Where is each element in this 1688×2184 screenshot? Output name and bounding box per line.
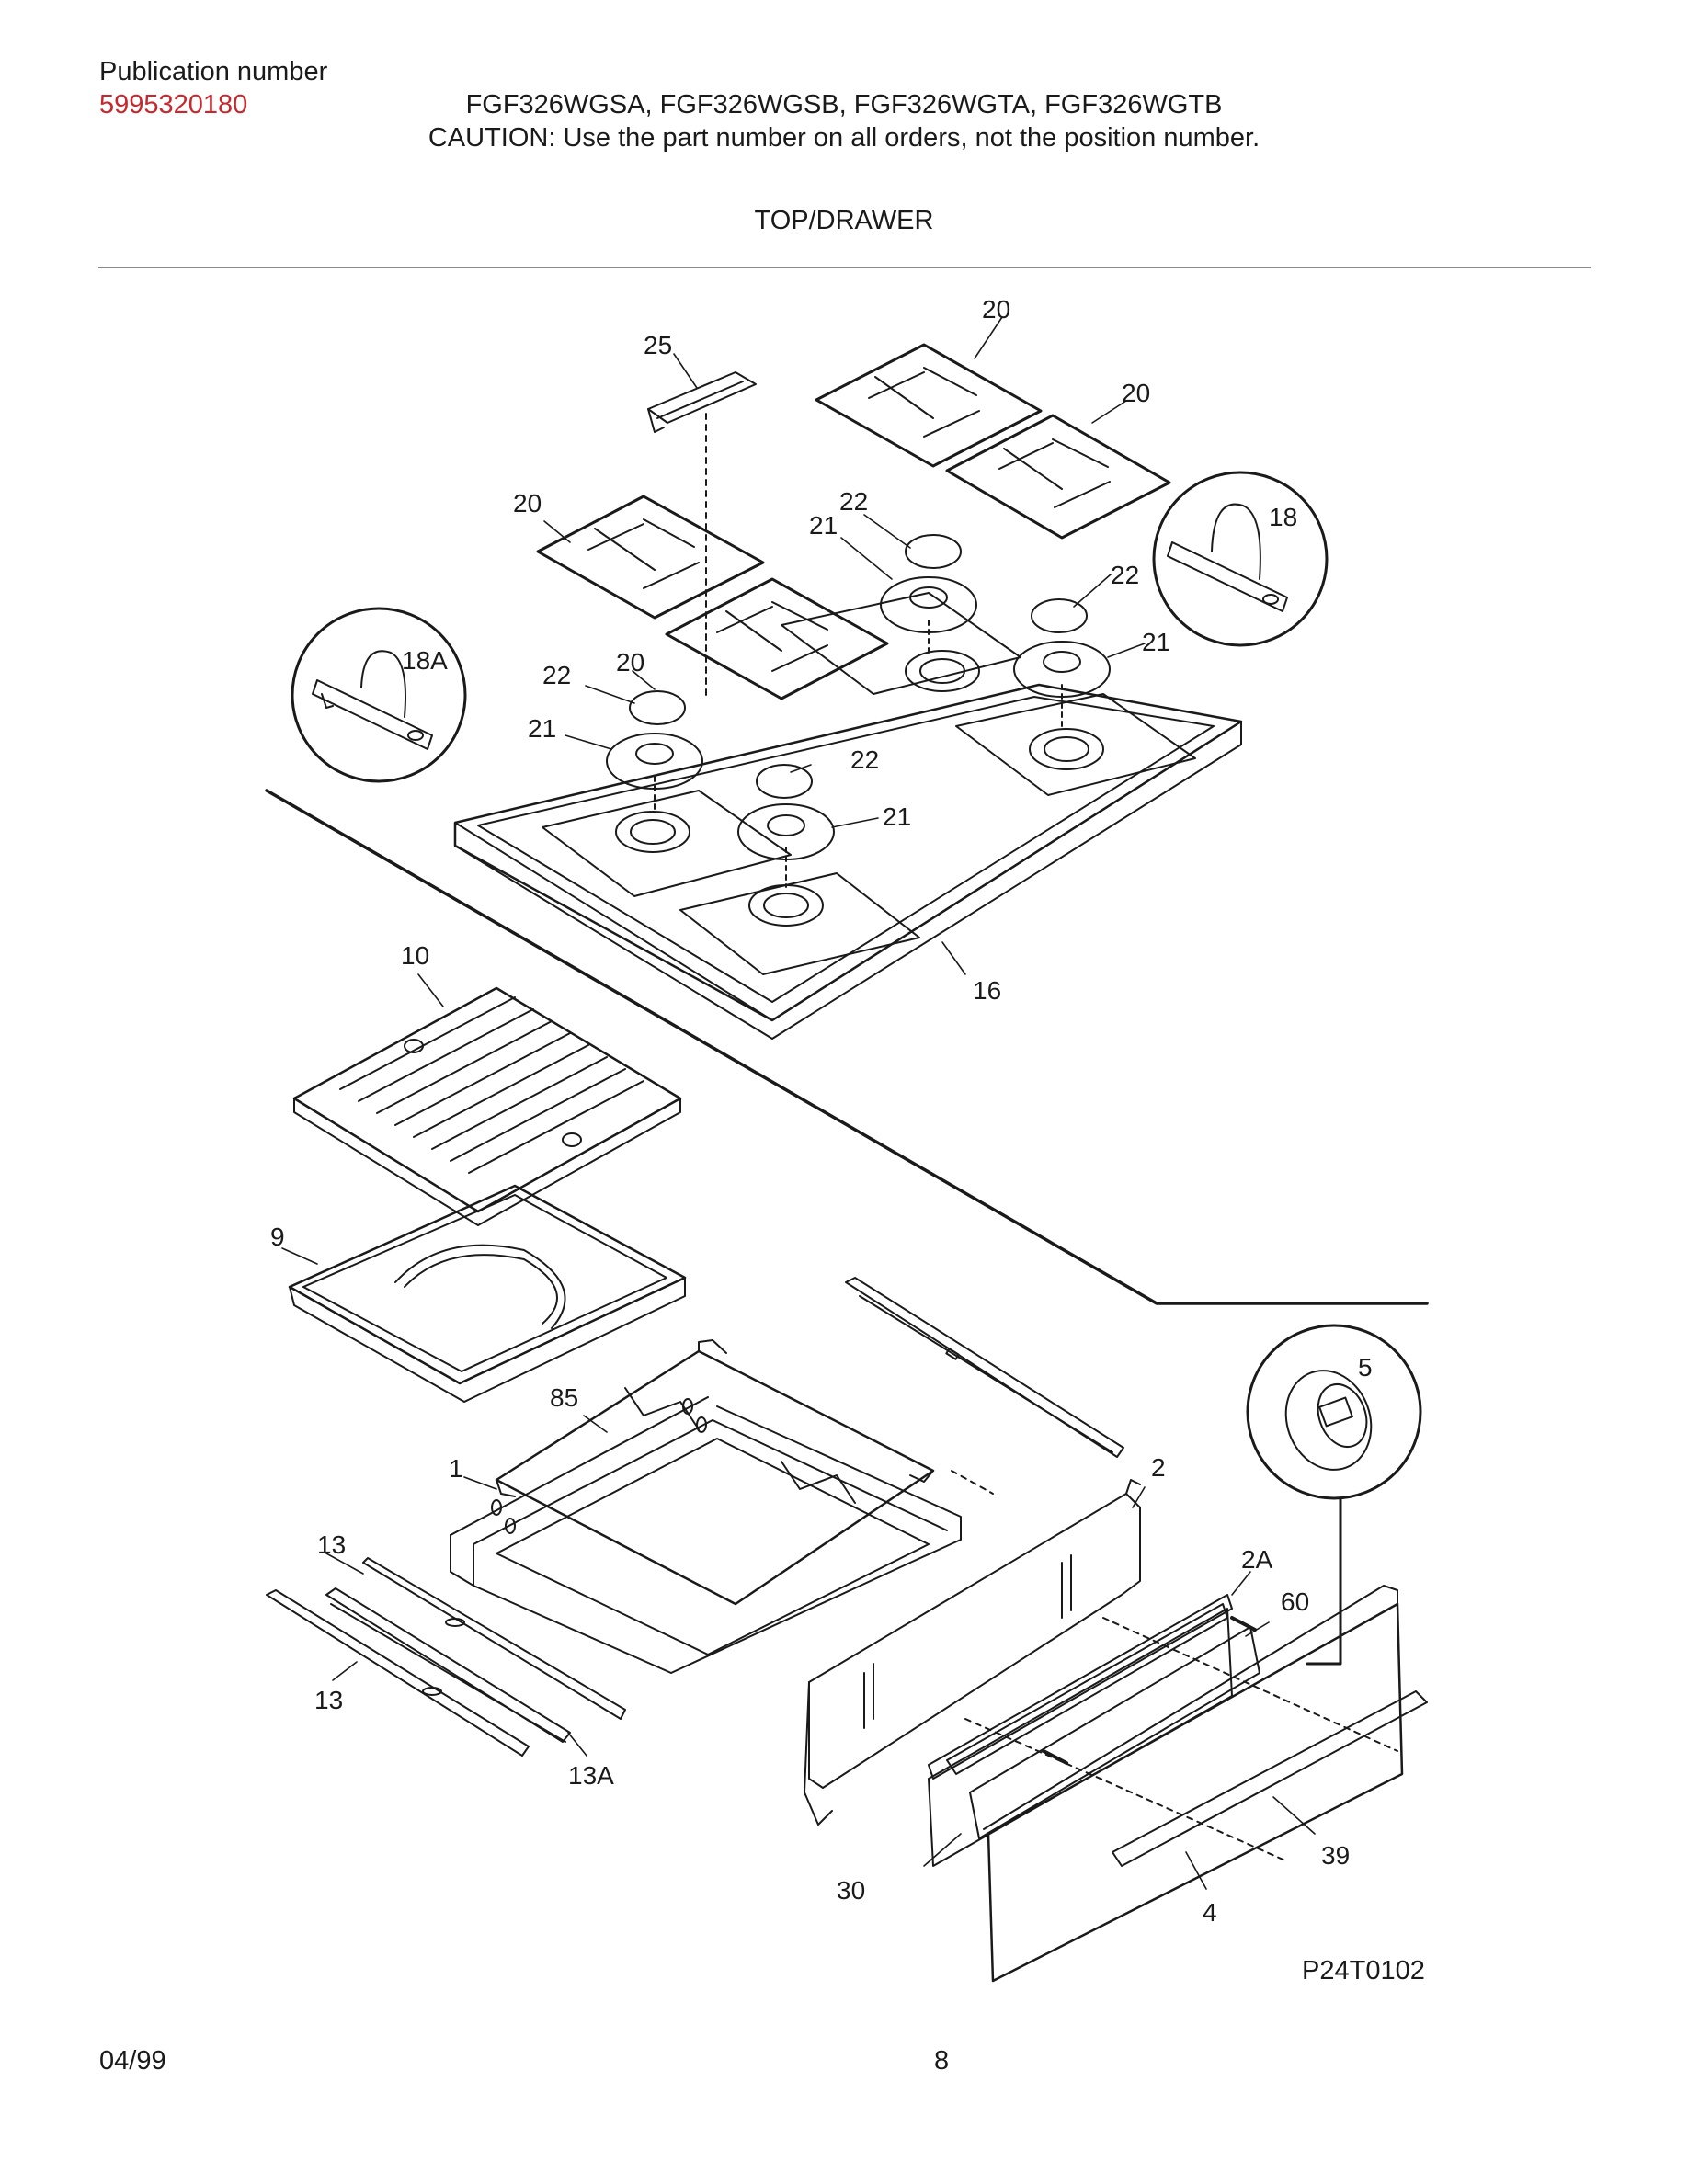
callout-18: 18 xyxy=(1269,503,1297,531)
callout-4: 4 xyxy=(1203,1898,1217,1927)
callout-13-lower: 13 xyxy=(314,1686,343,1714)
header-divider xyxy=(98,267,1591,268)
section-separator-line xyxy=(265,789,1429,1305)
footer-date: 04/99 xyxy=(99,2046,166,2076)
drawer-slides xyxy=(266,1557,626,1757)
callout-60: 60 xyxy=(1281,1587,1309,1616)
callout-30: 30 xyxy=(837,1876,865,1905)
griddle-support-part xyxy=(647,371,757,700)
callout-20-mid: 20 xyxy=(616,648,644,677)
callout-13a: 13A xyxy=(568,1761,614,1790)
callout-21-top: 21 xyxy=(809,511,838,540)
publication-number: 5995320180 xyxy=(99,90,248,119)
callout-18a: 18A xyxy=(402,646,448,675)
drawing-id: P24T0102 xyxy=(1302,1956,1425,1985)
cooktop-top-panel xyxy=(453,592,1243,1040)
callout-16: 16 xyxy=(973,976,1001,1005)
caution-note: CAUTION: Use the part number on all orde… xyxy=(428,123,1260,153)
callout-2a: 2A xyxy=(1241,1545,1273,1574)
callout-13-upper: 13 xyxy=(317,1530,346,1559)
inset-18 xyxy=(1152,471,1329,647)
callout-leaders xyxy=(281,316,1316,1890)
callout-22-front: 22 xyxy=(850,745,879,774)
callout-25: 25 xyxy=(644,331,672,359)
drawer-side-panel xyxy=(804,1479,1141,1826)
callout-39: 39 xyxy=(1321,1841,1350,1870)
callout-22-left: 22 xyxy=(542,661,571,689)
inset-18a xyxy=(291,607,467,783)
callout-20-right: 20 xyxy=(1122,379,1150,407)
callout-22-top: 22 xyxy=(839,487,868,516)
callout-20-left: 20 xyxy=(513,489,542,518)
broiler-pan xyxy=(288,1184,687,1403)
section-title: TOP/DRAWER xyxy=(754,206,934,235)
publication-label: Publication number xyxy=(99,57,328,86)
callout-20-top: 20 xyxy=(982,295,1010,324)
callout-9: 9 xyxy=(270,1223,285,1251)
callout-2: 2 xyxy=(1151,1453,1166,1482)
callout-21-front: 21 xyxy=(883,802,911,831)
drawer-assembly xyxy=(450,1339,962,1674)
model-numbers: FGF326WGSA, FGF326WGSB, FGF326WGTA, FGF3… xyxy=(465,90,1223,119)
callout-21-right: 21 xyxy=(1142,628,1170,656)
drawer-front-parts xyxy=(928,1470,1428,1983)
page-number: 8 xyxy=(934,2046,950,2076)
callout-1: 1 xyxy=(449,1454,463,1483)
rear-brace xyxy=(845,1277,1124,1458)
callout-10: 10 xyxy=(401,941,429,970)
callout-21-left: 21 xyxy=(528,714,556,743)
broiler-pan-insert xyxy=(292,986,682,1226)
callout-5: 5 xyxy=(1358,1353,1373,1382)
burner-cap-group xyxy=(606,534,1111,888)
callout-22-right: 22 xyxy=(1111,561,1139,589)
inset-5-knob xyxy=(1246,1324,1422,1666)
callout-labels: 25 20 20 20 22 21 18 22 21 18A 20 22 21 … xyxy=(270,295,1373,1927)
callout-85: 85 xyxy=(550,1383,578,1412)
burner-grates xyxy=(536,343,1171,700)
